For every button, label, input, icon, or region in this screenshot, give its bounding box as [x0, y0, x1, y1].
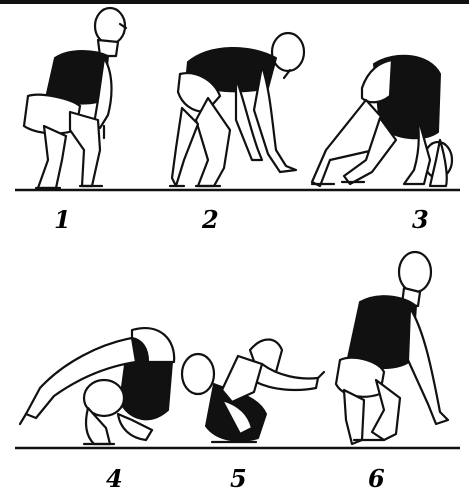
- panel-label-2: 2: [201, 205, 219, 234]
- panel-label-1: 1: [54, 205, 71, 234]
- figure-4-rolling-over: [20, 328, 174, 444]
- panel-label-3: 3: [412, 205, 429, 234]
- panel-label-4: 4: [106, 464, 123, 493]
- cropped-caption-strip: [0, 0, 469, 4]
- panel-label-5: 5: [230, 464, 247, 493]
- figure-3-tuck-head-down: [312, 56, 452, 186]
- figure-2-bending-forward: [170, 33, 304, 186]
- figure-1-squat-upright: [24, 8, 126, 188]
- figure-5-tucked-on-back: [182, 340, 324, 443]
- panel-label-6: 6: [368, 464, 385, 493]
- figure-6-rising-to-squat: [336, 252, 448, 444]
